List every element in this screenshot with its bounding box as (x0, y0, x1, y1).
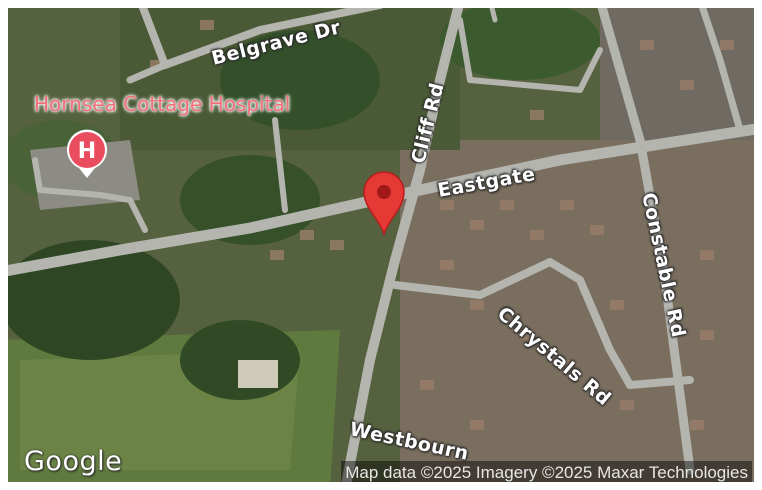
google-logo: Google (24, 446, 123, 477)
location-pin-icon[interactable] (358, 168, 410, 236)
hospital-marker-icon[interactable]: H (64, 128, 110, 180)
map-attribution[interactable]: Map data ©2025 Imagery ©2025 Maxar Techn… (341, 461, 752, 485)
hospital-glyph: H (78, 139, 96, 164)
poi-label-hornsea-cottage-hospital[interactable]: Hornsea Cottage Hospital (34, 92, 291, 116)
